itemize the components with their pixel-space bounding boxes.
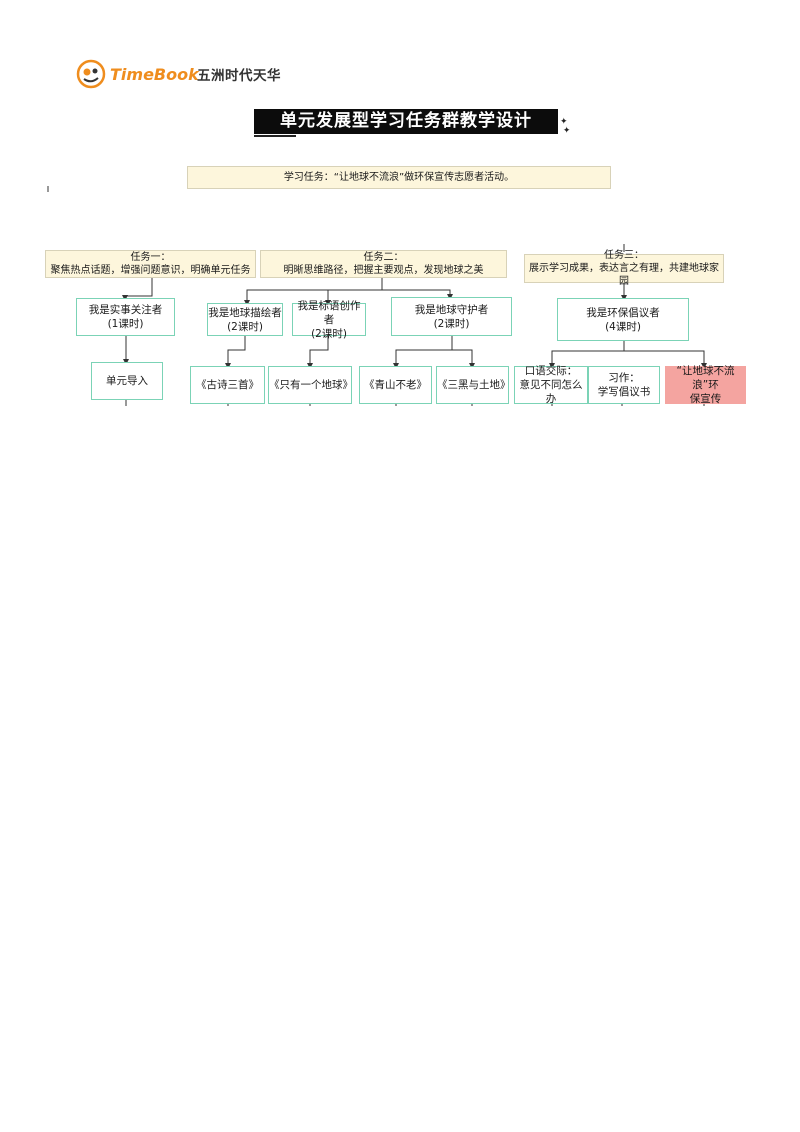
logo-icon — [76, 59, 106, 89]
role-5-name: 我是环保倡议者 — [586, 306, 660, 319]
role-3-hours: (2课时) — [311, 327, 347, 340]
task-2-desc: 明晰思维路径，把握主要观点，发现地球之美 — [283, 265, 484, 276]
sparkle-icon: ✦ ✦ — [560, 117, 571, 136]
brand-name-cn: 五洲时代天华 — [197, 68, 281, 84]
lesson-5-label: 《三黑与土地》 — [437, 379, 511, 391]
role-box-1: 我是实事关注者 (1课时) — [76, 298, 175, 336]
role-box-3: 我是标语创作者 (2课时) — [292, 300, 366, 340]
lesson-7-line2: 学写倡议书 — [597, 386, 651, 398]
main-learning-task: 学习任务：“让地球不流浪”做环保宣传志愿者活动。 — [187, 166, 611, 189]
lesson-6-line2: 意见不同怎么办 — [519, 379, 583, 405]
brand-name-en: TimeBook — [110, 65, 199, 84]
lesson-box-4: 《青山不老》 — [359, 366, 432, 404]
lesson-box-8: “让地球不流浪”环 保宣传 — [665, 365, 746, 405]
role-1-name: 我是实事关注者 — [88, 304, 163, 316]
role-3-name: 我是标语创作者 — [297, 299, 361, 326]
role-box-2: 我是地球描绘者 (2课时) — [207, 303, 283, 336]
role-box-5: 我是环保倡议者 (4课时) — [557, 298, 689, 341]
task-box-1: 任务一： 聚焦热点话题，增强问题意识，明确单元任务 — [45, 250, 256, 278]
lesson-box-7: 习作： 学写倡议书 — [588, 366, 660, 404]
lesson-8-line2: 保宣传 — [689, 393, 722, 405]
task-2-title: 任务二： — [363, 252, 404, 263]
lesson-6-line1: 口语交际： — [524, 365, 578, 377]
task-3-desc: 展示学习成果，表达言之有理，共建地球家园 — [529, 263, 719, 287]
role-2-hours: (2课时) — [227, 320, 263, 333]
lesson-2-label: 《古诗三首》 — [196, 379, 259, 391]
role-4-hours: (2课时) — [433, 317, 470, 330]
lesson-box-1: 单元导入 — [91, 362, 163, 400]
task-1-title: 任务一： — [130, 252, 171, 263]
role-5-hours: (4课时) — [605, 320, 641, 333]
title-underline — [254, 135, 296, 137]
role-4-name: 我是地球守护者 — [414, 303, 489, 316]
lesson-box-3: 《只有一个地球》 — [268, 366, 353, 404]
lesson-box-5: 《三黑与土地》 — [436, 366, 511, 404]
page-title: 单元发展型学习任务群教学设计 — [254, 109, 558, 134]
task-1-desc: 聚焦热点话题，增强问题意识，明确单元任务 — [50, 265, 251, 276]
lesson-box-2: 《古诗三首》 — [190, 366, 265, 404]
lesson-4-label: 《青山不老》 — [364, 379, 427, 391]
main-task-text: 学习任务：“让地球不流浪”做环保宣传志愿者活动。 — [283, 172, 515, 183]
lesson-1-label: 单元导入 — [106, 375, 148, 387]
role-1-hours: (1课时) — [107, 318, 144, 330]
role-2-name: 我是地球描绘者 — [208, 306, 282, 319]
task-3-title: 任务三： — [604, 250, 644, 261]
lesson-8-line1: “让地球不流浪”环 — [676, 365, 735, 391]
task-box-2: 任务二： 明晰思维路径，把握主要观点，发现地球之美 — [260, 250, 507, 278]
lesson-box-6: 口语交际： 意见不同怎么办 — [514, 365, 588, 405]
lesson-7-line1: 习作： — [608, 372, 640, 384]
role-box-4: 我是地球守护者 (2课时) — [391, 297, 512, 336]
lesson-3-label: 《只有一个地球》 — [269, 379, 353, 391]
task-box-3: 任务三： 展示学习成果，表达言之有理，共建地球家园 — [524, 250, 724, 287]
